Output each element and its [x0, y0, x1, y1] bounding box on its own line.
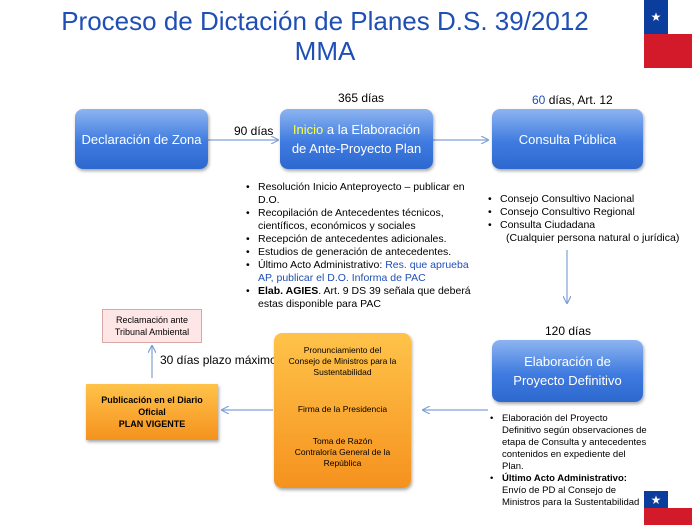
list-item: Recepción de antecedentes adicionales.: [244, 233, 476, 246]
label-60-num: 60: [532, 93, 546, 107]
title-line-1: Proceso de Dictación de Planes D.S. 39/2…: [61, 6, 589, 36]
elaboracion-list: Elaboración del Proyecto Definitivo segú…: [488, 413, 648, 509]
list-item-bold: Elab. AGIES: [258, 285, 319, 297]
label-60-rest: días, Art. 12: [545, 93, 613, 107]
list-item-link-text: Res. que aprueba AP, publicar el D.O. In…: [258, 259, 469, 284]
reclamacion-tribunal-box: Reclamación ante Tribunal Ambiental: [102, 309, 202, 343]
reclamacion-label-1: Reclamación ante: [115, 315, 189, 325]
label-30-dias: 30 días plazo máximo: [160, 353, 277, 367]
label-365-dias: 365 días: [338, 91, 385, 105]
list-item: Consejo Consultivo Nacional: [486, 193, 696, 206]
title-line-2: MMA: [294, 36, 356, 66]
reclamacion-label-2: Tribunal Ambiental: [114, 327, 190, 337]
list-item: Último Acto Administrativo: Res. que apr…: [244, 259, 476, 285]
label-60-dias: 60 días, Art. 12: [532, 93, 613, 107]
consulta-label: Consulta Pública: [518, 131, 617, 147]
list-item: Consulta Ciudadana: [486, 219, 696, 232]
list-item: Elaboración del Proyecto Definitivo segú…: [488, 413, 648, 473]
list-item-text: Envío de PD al Consejo de Ministros para…: [502, 485, 640, 508]
label-120-dias: 120 días: [545, 324, 592, 338]
chile-flag-icon: ★: [644, 491, 692, 525]
list-item: Último Acto Administrativo: Envío de PD …: [488, 473, 648, 509]
slide-title: Proceso de Dictación de Planes D.S. 39/2…: [30, 6, 620, 66]
consulta-list: Consejo Consultivo Nacional Consejo Cons…: [486, 193, 696, 245]
list-item-text: Último Acto Administrativo:: [258, 259, 386, 271]
list-item-bold: Último Acto Administrativo:: [502, 473, 627, 484]
label-90-dias: 90 días: [234, 124, 274, 138]
publicacion-plan-vigente-box: Publicación en el Diario Oficial PLAN VI…: [86, 384, 218, 440]
list-item: Estudios de generación de antecedentes.: [244, 246, 476, 259]
inicio-anteproyecto-box: Inicio a la Elaboración de Ante-Proyecto…: [280, 109, 433, 169]
publicacion-label-2: Oficial: [138, 407, 166, 417]
elaboracion-label-2: Proyecto Definitivo: [513, 373, 622, 388]
anteproyecto-list: Resolución Inicio Anteproyecto – publica…: [244, 181, 476, 311]
declaracion-de-zona-box: Declaración de Zona: [75, 109, 208, 169]
list-item: Resolución Inicio Anteproyecto – publica…: [244, 181, 476, 207]
list-item: Elab. AGIES. Art. 9 DS 39 señala que deb…: [244, 285, 476, 311]
inicio-highlight: Inicio: [292, 122, 324, 137]
chile-flag-icon: ★: [644, 0, 692, 68]
inicio-label-2: de Ante-Proyecto Plan: [291, 141, 422, 156]
toma-razon-label: Toma de Razón Contraloría General de la …: [294, 436, 391, 468]
inicio-label-1: a la Elaboración: [323, 122, 421, 137]
publicacion-label-1: Publicación en el Diario: [101, 395, 203, 405]
list-item-text: . Art. 9 DS 39 señala que deberá estas d…: [258, 285, 471, 310]
consejo-ministros-box: Pronunciamiento del Consejo de Ministros…: [274, 333, 411, 488]
consulta-publica-box: Consulta Pública: [492, 109, 643, 169]
elaboracion-proyecto-box: Elaboración de Proyecto Definitivo: [492, 340, 643, 402]
publicacion-label-3: PLAN VIGENTE: [118, 419, 186, 429]
declaracion-label: Declaración de Zona: [81, 131, 202, 147]
elaboracion-label-1: Elaboración de: [524, 354, 611, 369]
list-item: Recopilación de Antecedentes técnicos, c…: [244, 207, 476, 233]
firma-label: Firma de la Presidencia: [297, 404, 388, 414]
pronunciamiento-label: Pronunciamiento del Consejo de Ministros…: [288, 345, 397, 377]
list-item: (Cualquier persona natural o jurídica): [506, 232, 680, 244]
list-item: Consejo Consultivo Regional: [486, 206, 696, 219]
